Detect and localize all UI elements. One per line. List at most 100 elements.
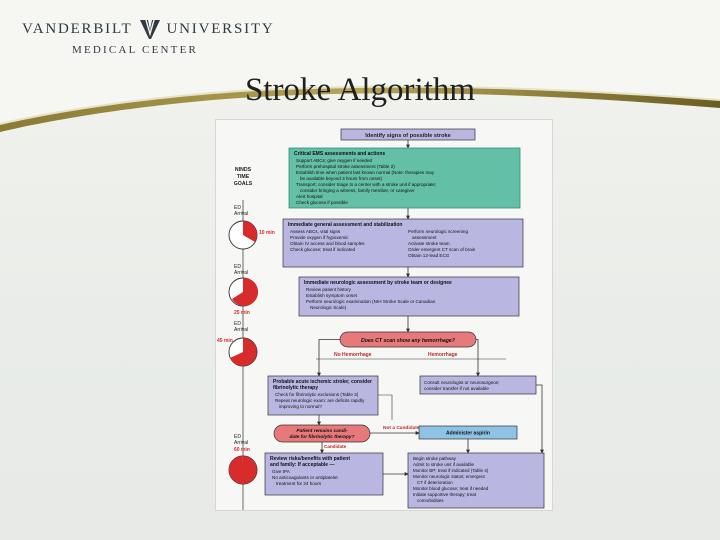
ems-item: Alert hospital	[296, 194, 323, 199]
review-content: Review risks/benefits with patient and f…	[270, 456, 350, 486]
pathway-item: Initiate supportive therapy; treat	[413, 492, 477, 497]
consult-text: consider transfer if not available	[424, 386, 489, 391]
candidate-question-text: date for fibrinolytic therapy?	[289, 434, 354, 440]
general-assessment-content: Immediate general assessment and stabili…	[288, 222, 476, 258]
general-left-item: Check glucose; treat if indicated	[290, 247, 356, 252]
ems-item: Transport; consider triage to a center w…	[296, 182, 436, 187]
hemorrhage-connector	[476, 339, 480, 377]
general-left-item: Obtain IV access and blood samples	[290, 241, 365, 246]
ninds-line: TIME	[237, 174, 250, 180]
ischemic-stroke-box	[267, 375, 379, 416]
ischemic-title: Probable acute ischemic stroke; consider	[273, 379, 372, 385]
review-title: Review risks/benefits with patient	[270, 456, 350, 462]
identify-text: Identify signs of possible stroke	[365, 133, 450, 139]
neuro-item: Neurologic Scale)	[310, 305, 347, 310]
neuro-assessment-content: Immediate neurologic assessment by strok…	[304, 280, 452, 310]
clock-elapsed-wedge	[228, 456, 257, 484]
ems-item: be available beyond 3 hours from onset)	[300, 176, 382, 181]
ct-question-text: Does CT scan show any hemorrhage?	[361, 338, 456, 344]
ems-item: Check glucose if possible	[296, 200, 348, 205]
ems-item: consider bringing a witness, family memb…	[300, 188, 415, 193]
ischemic-item: improving to normal?	[279, 404, 322, 409]
aspirin-text: Administer aspirin	[446, 431, 490, 437]
general-right-item: assessment	[412, 235, 437, 240]
neuro-item: Perform neurologic examination (NIH Stro…	[306, 299, 436, 304]
ninds-line: GOALS	[234, 181, 253, 187]
review-box	[264, 452, 384, 496]
neuro-title: Immediate neurologic assessment by strok…	[304, 280, 452, 286]
pathway-item: CT if deterioration	[417, 480, 453, 485]
general-right-item: Order emergent CT scan of brain	[408, 247, 476, 252]
general-left-item: Provide oxygen if hypoxemic	[290, 235, 349, 240]
clock-elapsed-wedge	[232, 277, 259, 306]
ninds-line: NINDS	[235, 167, 252, 173]
consult-text: Consult neurologist or neurosurgeon;	[424, 380, 500, 385]
brand-university-suffix: UNIVERSITY	[166, 20, 275, 37]
timer-label: Arrival	[234, 270, 248, 276]
ems-content: Critical EMS assessments and actions Sup…	[294, 151, 436, 205]
review-item: treatment for 24 hours	[276, 481, 322, 486]
timer-label: Arrival	[234, 440, 248, 446]
neuro-assessment-box	[298, 276, 520, 317]
timer-10-min: ED Arrival 10 min	[228, 205, 275, 250]
ischemic-content: Probable acute ischemic stroke; consider…	[273, 379, 372, 409]
pathway-item: Monitor BP; treat if indicated (Table 4)	[413, 468, 489, 473]
general-title: Immediate general assessment and stabili…	[288, 222, 403, 228]
review-title: and family: If acceptable —	[270, 462, 334, 468]
consult-box	[419, 375, 537, 395]
timer-label: Arrival	[234, 211, 248, 217]
no-hemorrhage-label: No Hemorrhage	[334, 352, 372, 358]
brand-center: MEDICAL CENTER	[72, 44, 199, 56]
timer-label: ED	[234, 205, 241, 211]
pathway-content: Begin stroke pathway Admit to stroke uni…	[413, 456, 489, 503]
ems-title: Critical EMS assessments and actions	[294, 151, 385, 157]
ninds-time-goals-label: NINDS TIME GOALS	[234, 167, 253, 187]
timer-label: Arrival	[234, 327, 248, 333]
header-band	[0, 0, 720, 132]
timer-60-min: ED Arrival 60 min	[228, 434, 258, 485]
timer-time: 60 min	[234, 447, 250, 453]
timer-label: ED	[234, 321, 241, 327]
review-item: Give tPA	[272, 469, 291, 474]
general-right-item: Obtain 12-lead ECG	[408, 253, 450, 258]
brand-university: VANDERBILT	[22, 20, 133, 37]
pathway-item: Monitor neurologic status; emergent	[413, 474, 486, 479]
timer-label: ED	[234, 434, 241, 440]
review-item: No anticoagulants or antiplatelet	[272, 475, 338, 480]
clock-elapsed-wedge	[230, 338, 257, 366]
clock-elapsed-wedge	[243, 221, 257, 242]
vanderbilt-v-logo-icon	[139, 19, 160, 39]
ischemic-title: fibrinolytic therapy	[273, 385, 318, 391]
general-right-item: Activate stroke team	[408, 241, 450, 246]
ems-item: Establish time when patient last known n…	[296, 170, 435, 175]
ems-item: Support ABCs; give oxygen if needed	[296, 158, 373, 163]
brand-logo-block: VANDERBILT UNIVERSITY MEDICAL CENTER	[22, 18, 275, 56]
ems-item: Perform prehospital stroke assessment (T…	[296, 164, 395, 169]
timer-45-min: ED Arrival 45 min	[217, 321, 258, 367]
not-candidate-label: Not a Candidate	[383, 425, 420, 431]
slide-title: Stroke Algorithm	[244, 72, 476, 108]
timer-25-min: ED Arrival 25 min	[228, 264, 259, 316]
timer-time: 45 min	[217, 338, 233, 344]
stroke-pathway-box	[407, 452, 545, 509]
timer-time: 10 min	[259, 230, 275, 236]
general-left-item: Assess ABCs, vital signs	[290, 229, 341, 234]
timer-label: ED	[234, 264, 241, 270]
general-right-item: Perform neurologic screening	[408, 229, 468, 234]
ems-box	[288, 147, 521, 209]
pathway-item: comorbidities	[417, 498, 444, 503]
no-hemorrhage-connector	[317, 339, 340, 377]
stroke-algorithm-flowchart: NINDS TIME GOALS ED Arrival 10 min ED Ar…	[216, 120, 552, 510]
ischemic-item: Check for fibrinolytic exclusions (Table…	[275, 392, 359, 397]
hemorrhage-label: Hemorrhage	[428, 352, 458, 358]
pathway-item: Begin stroke pathway	[413, 456, 457, 461]
timer-time: 25 min	[234, 310, 250, 316]
candidate-question-text: Patient remains candi-	[296, 428, 348, 434]
pathway-item: Monitor blood glucose; treat if needed	[413, 486, 489, 491]
neuro-item: Establish symptom onset	[306, 293, 358, 298]
general-assessment-box	[282, 218, 524, 268]
ischemic-item: Repeat neurologic exam: are deficits rap…	[275, 398, 365, 403]
pathway-item: Admit to stroke unit if available	[413, 462, 475, 467]
neuro-item: Review patient history	[306, 287, 352, 292]
